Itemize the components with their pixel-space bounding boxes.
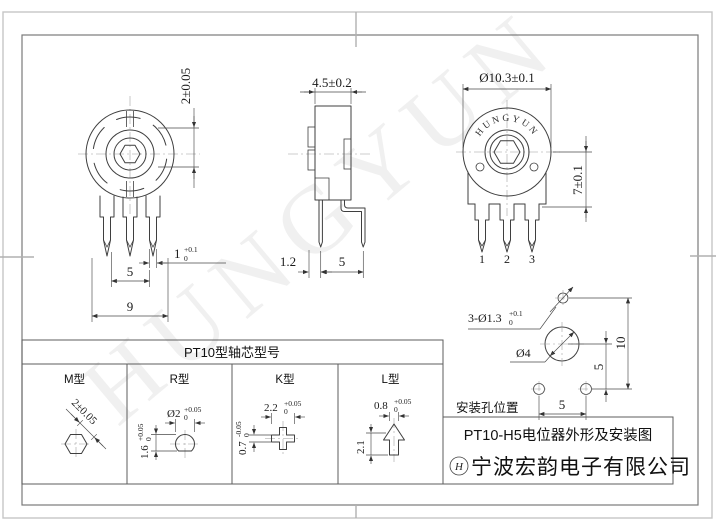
col-header-k: K型 — [275, 372, 294, 386]
shaft-r-h-val: 1.6 — [139, 445, 151, 459]
side-lead-dims: 1.2 5 — [280, 250, 364, 278]
shaft-k-w-val: 2.2 — [264, 402, 278, 414]
table-title: PT10型轴芯型号 — [184, 345, 280, 360]
side-offset-text: 1.2 — [280, 254, 296, 269]
front-width-dim: 9 — [91, 258, 169, 322]
front-notched-ring — [92, 116, 168, 192]
back-rivet-hole-left — [475, 162, 485, 172]
mount-caption: 安装孔位置 — [456, 400, 519, 415]
back-rivet-hole-right — [529, 162, 539, 172]
shaft-l-arrow — [383, 423, 405, 456]
front-pitch-text: 5 — [127, 264, 134, 279]
company-name: 宁波宏韵电子有限公司 — [471, 456, 691, 479]
shaft-k-w-sub: 0 — [284, 407, 288, 416]
shaft-l-h-val: 2.1 — [355, 440, 367, 454]
side-body — [314, 105, 352, 201]
company-logo-circle — [449, 456, 469, 476]
mount-holes-val: 3-Ø1.3 — [468, 311, 502, 325]
shaft-m-hex — [64, 434, 88, 454]
back-height-text: 7±0.1 — [570, 165, 585, 195]
side-pitch-text: 5 — [339, 254, 346, 269]
shaft-m-cell: 2±0.05 — [61, 397, 107, 459]
company-logo-letter: H — [454, 461, 464, 473]
shaft-type-table: PT10型轴芯型号 M型 R型 K型 L型 2±0.05 — [21, 339, 444, 485]
back-dia-text: Ø10.3±0.1 — [479, 70, 535, 85]
shaft-r-dshaft — [175, 433, 195, 452]
shaft-l-w-sup: +0.05 — [394, 397, 412, 406]
shaft-r-cell: Ø2 +0.05 0 1.6 +0.05 0 — [136, 405, 205, 460]
drawing-title: PT10-H5电位器外形及安装图 — [464, 427, 653, 444]
col-header-r: R型 — [170, 372, 190, 386]
mount-total-text: 10 — [613, 337, 628, 350]
mount-holes-callout: 3-Ø1.3 +0.1 0 — [468, 306, 557, 330]
side-straight-lead — [318, 199, 323, 248]
shaft-r-w-val: Ø2 — [167, 408, 180, 420]
shaft-l-w-sub: 0 — [394, 405, 398, 414]
shaft-l-w-val: 0.8 — [374, 400, 388, 412]
shaft-k-w-sup: +0.05 — [284, 399, 302, 408]
side-width-text: 4.5±0.2 — [312, 75, 352, 90]
mount-total-dim: 10 — [613, 297, 631, 390]
back-outer-circle — [462, 107, 552, 197]
shaft-k-cross — [271, 427, 295, 450]
drawing-frame — [0, 11, 716, 519]
pin-label-1: 1 — [479, 252, 485, 266]
shaft-k-cell: 2.2 +0.05 0 0.7 -0.05 0 — [234, 399, 305, 456]
shaft-k-h-sub: 0 — [242, 433, 251, 437]
title-block: PT10-H5电位器外形及安装图 H 宁波宏韵电子有限公司 — [442, 416, 691, 485]
col-header-m: M型 — [64, 372, 85, 386]
front-pin-width-dim: 1 +0.1 0 — [139, 245, 226, 268]
front-hex-socket — [119, 144, 141, 164]
mount-holes-sup: +0.1 — [509, 309, 523, 318]
shaft-l-cell: 0.8 +0.05 0 2.1 — [355, 397, 412, 464]
back-dia-dim: Ø10.3±0.1 — [462, 70, 552, 148]
pin-label-2: 2 — [504, 252, 510, 266]
front-pin-width-sup: +0.1 — [184, 245, 198, 254]
side-view: 4.5±0.2 1.2 5 — [280, 75, 372, 278]
front-slot-dim: 2±0.05 — [158, 68, 199, 188]
shaft-k-h-sup: -0.05 — [234, 421, 243, 437]
front-view: 2±0.05 1 +0.1 0 5 — [78, 68, 226, 322]
mount-center-val: Ø4 — [516, 346, 531, 360]
shaft-k-h-val: 0.7 — [237, 441, 249, 455]
shaft-m-dim-text: 2±0.05 — [69, 397, 100, 428]
mount-pitch-y-text: 5 — [591, 364, 606, 371]
back-hex-socket — [493, 140, 521, 164]
shaft-r-w-sup: +0.05 — [184, 405, 202, 414]
mount-pitch-x-text: 5 — [559, 397, 566, 412]
mount-holes-sub: 0 — [509, 318, 513, 327]
shaft-r-w-sub: 0 — [184, 413, 188, 422]
mount-pitch-x-dim: 5 — [538, 397, 587, 417]
mount-center-callout: Ø4 — [510, 346, 554, 363]
back-pins — [474, 203, 540, 253]
front-pin-width-val: 1 — [174, 246, 181, 261]
shaft-r-h-sub: 0 — [144, 437, 153, 441]
back-view: HUNGYUN 1 2 3 Ø1 — [456, 70, 592, 266]
front-pins — [99, 195, 161, 257]
col-header-l: L型 — [382, 372, 400, 386]
front-outer-circle — [85, 109, 175, 199]
back-height-dim: 7±0.1 — [542, 136, 592, 222]
side-bent-lead — [340, 199, 366, 248]
side-width-dim: 4.5±0.2 — [300, 75, 366, 104]
mounting-diagram: 3-Ø1.3 +0.1 0 Ø4 — [456, 286, 632, 420]
mount-pitch-y-dim: 5 — [591, 331, 609, 402]
shaft-r-h-sup: +0.05 — [136, 423, 145, 441]
outer-border — [2, 11, 713, 519]
pin-label-3: 3 — [529, 252, 535, 266]
front-pitch-dim: 5 — [111, 252, 150, 287]
front-slot-dim-text: 2±0.05 — [178, 68, 193, 104]
front-pin-width-sub: 0 — [184, 254, 188, 263]
inner-border — [21, 34, 699, 506]
front-width-text: 9 — [127, 299, 134, 314]
